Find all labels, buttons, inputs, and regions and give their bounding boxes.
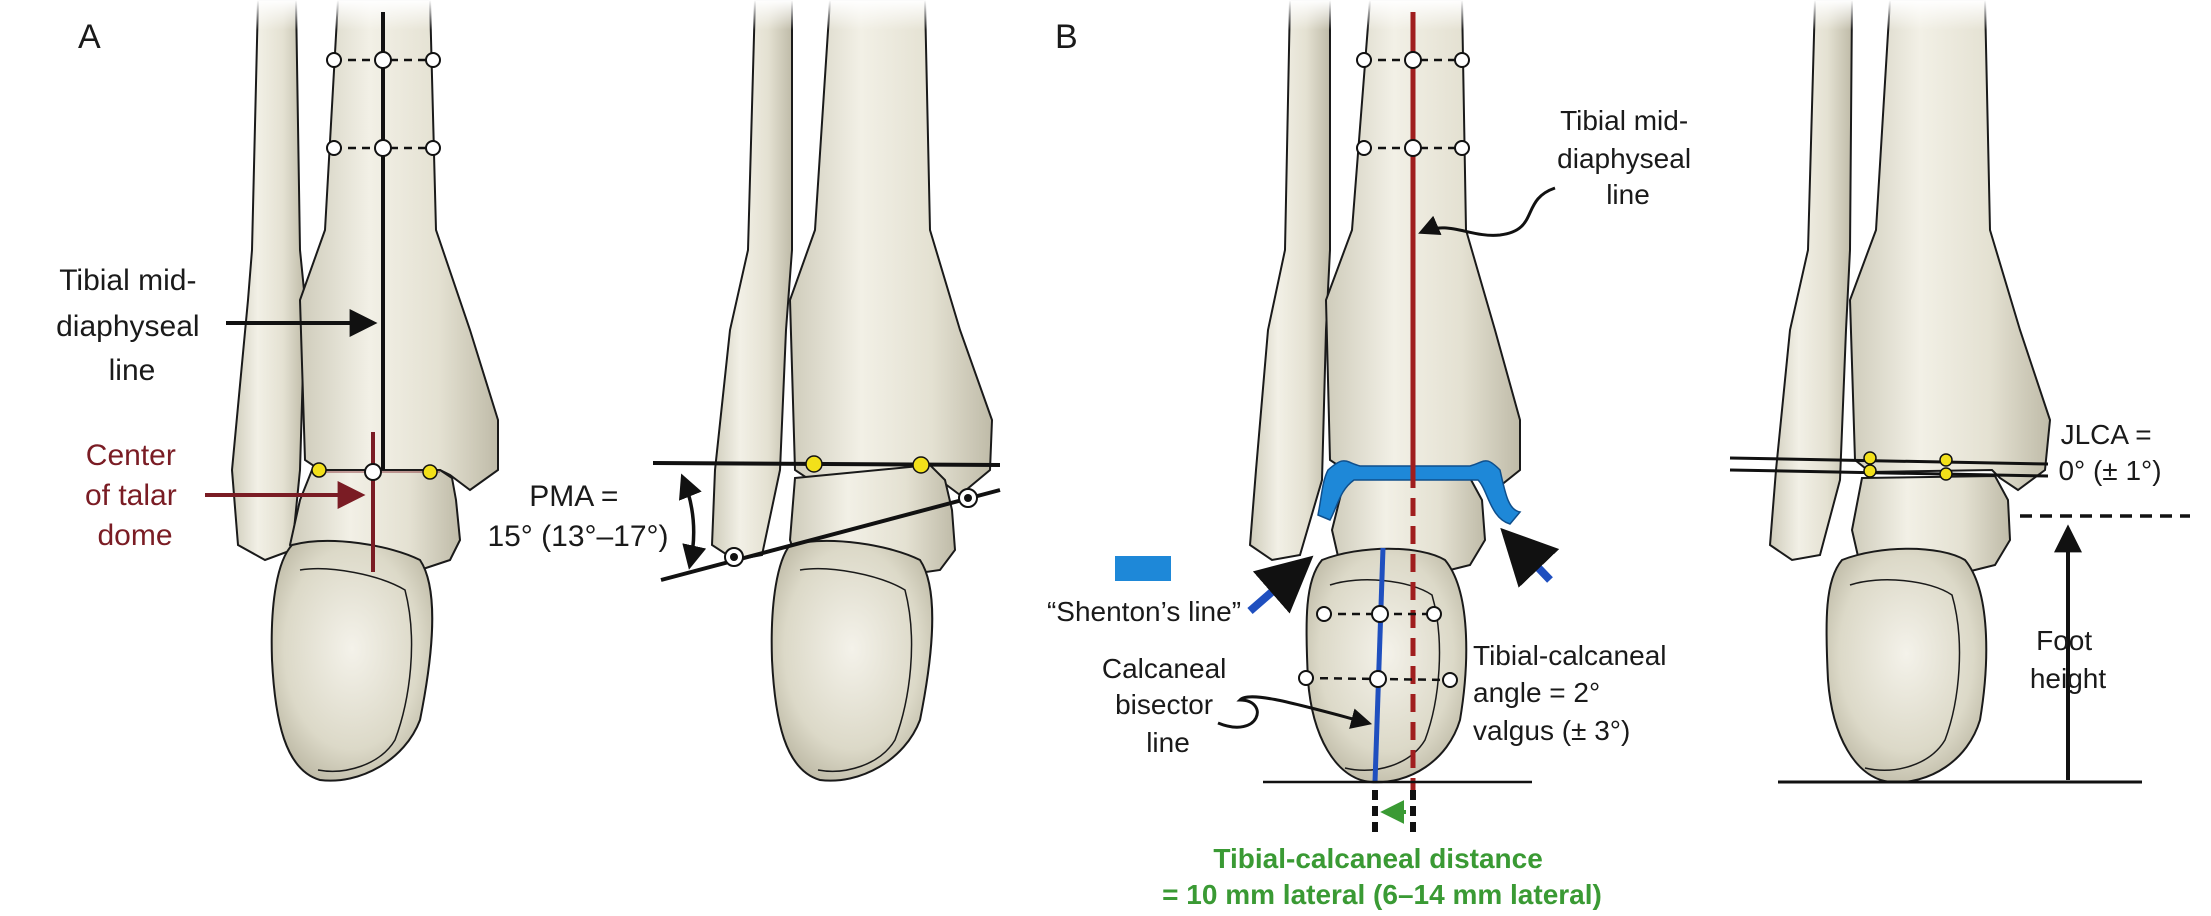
tibial-calcaneal-distance-label: Tibial-calcaneal distance = 10 mm latera…	[1162, 843, 1602, 910]
calcaneal-bisector	[1298, 547, 1458, 783]
tibial-axis-a	[326, 12, 441, 470]
tc-distance-markers	[1372, 790, 1416, 836]
tibia-b1	[1324, 0, 1521, 492]
shenton-legend-label: “Shenton’s line”	[1047, 596, 1241, 627]
calcaneal-bisector-pointer	[1217, 695, 1373, 729]
calcaneus-a2	[770, 540, 934, 782]
tibia-a2	[788, 0, 994, 497]
fibula-b1	[1248, 0, 1331, 562]
calcaneus-b2	[1825, 547, 1988, 784]
shenton-legend-swatch	[1115, 556, 1171, 581]
panel-a-letter: A	[78, 18, 101, 56]
jlca-lines	[1729, 451, 2049, 481]
ankle-b2	[1768, 0, 2052, 784]
calcaneal-bisector-label: Calcaneal bisector line	[1102, 653, 1234, 758]
panel-b-letter: B	[1055, 18, 1078, 56]
tibia-a1	[298, 0, 499, 492]
tibial-axis-label-b: Tibial mid- diaphyseal line	[1557, 105, 1699, 210]
fibula-a1	[230, 0, 307, 562]
tibia-b2	[1848, 0, 2052, 492]
ankle-a1	[230, 0, 499, 782]
tibial-axis-b	[1356, 12, 1470, 800]
pma-lines	[652, 455, 1001, 582]
shenton-arrow-left	[1247, 555, 1314, 615]
calcaneus-a1	[270, 540, 434, 782]
calcaneus-b1	[1305, 547, 1468, 784]
foot-height-indicator	[1778, 514, 2190, 784]
tibial-axis-pointer-b	[1418, 186, 1556, 237]
shenton-arrow-right	[1500, 527, 1560, 588]
jlca-label: JLCA = 0° (± 1°)	[2058, 419, 2161, 486]
ankle-a2	[710, 0, 994, 782]
fibula-a2	[710, 0, 793, 562]
foot-height-label: Foot height	[2030, 625, 2107, 694]
talar-dome-label: Center of talar dome	[85, 439, 185, 552]
shentons-line-band	[1317, 460, 1522, 525]
ankle-b1	[1248, 0, 1521, 784]
talar-dome-center-marker	[311, 432, 440, 572]
tibial-axis-label-a: Tibial mid- diaphyseal line	[56, 264, 208, 387]
tibial-calcaneal-angle-label: Tibial-calcaneal angle = 2° valgus (± 3°…	[1473, 640, 1674, 746]
pma-label: PMA = 15° (13°–17°)	[487, 480, 668, 553]
fibula-b2	[1768, 0, 1854, 562]
